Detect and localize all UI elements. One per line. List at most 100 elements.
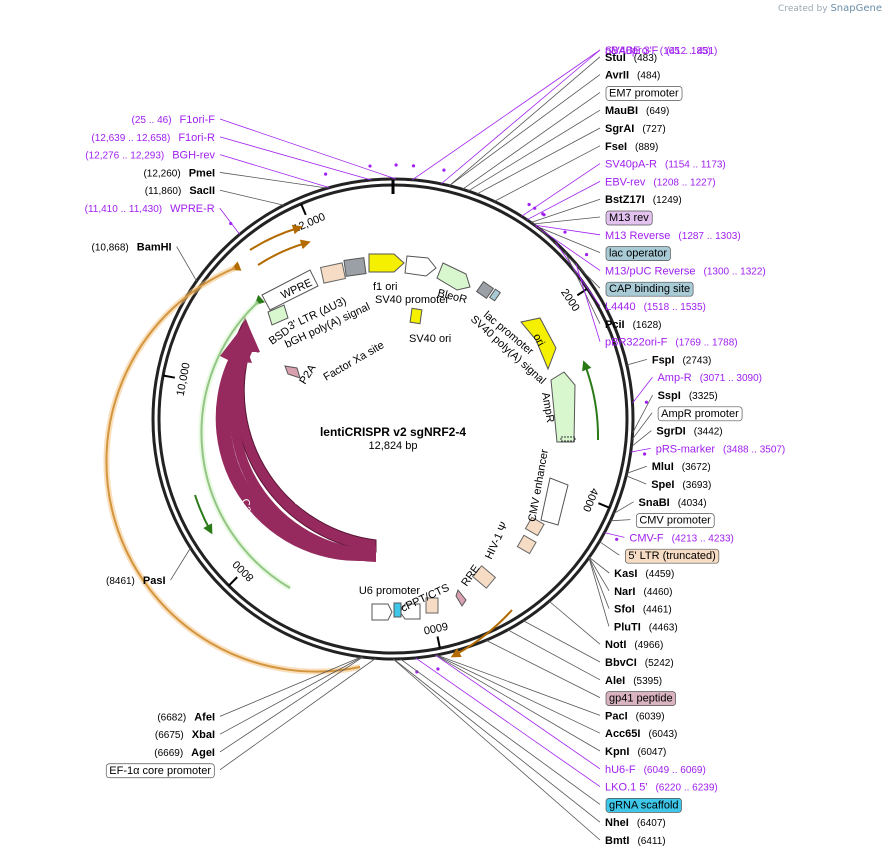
enzyme-text: SgrAI(727)	[605, 123, 666, 135]
primer-label[interactable]: (12,276 .. 12,293)BGH-rev	[85, 150, 330, 188]
enzyme-site[interactable]: StuI(483)	[449, 52, 657, 186]
enzyme-site[interactable]: MauBI(649)	[467, 105, 669, 192]
enzyme-site[interactable]: NheI(6407)	[393, 658, 666, 829]
leader-line	[400, 658, 601, 805]
callout-box	[657, 406, 743, 422]
enzyme-site[interactable]: SnaBI(4034)	[613, 497, 707, 515]
enzyme-site[interactable]: (11,860)SacII	[145, 185, 284, 206]
enzyme-site[interactable]: SpeI(3693)	[626, 475, 711, 491]
primer-label[interactable]: SV40pro-F(412 .. 431)	[440, 45, 717, 185]
primer-label[interactable]: (25 .. 46)F1ori-F	[132, 114, 398, 180]
enzyme-site[interactable]: BmtI(6411)	[392, 658, 666, 847]
primer-text: pRS-marker(3488 .. 3507)	[656, 443, 786, 455]
enzyme-site[interactable]: Acc65I(6043)	[435, 654, 677, 740]
feature-lac-blue	[488, 288, 502, 302]
leader-line	[526, 181, 601, 221]
enzyme-text: AleI(5395)	[605, 675, 662, 687]
feature-callout[interactable]: lac operator	[535, 225, 671, 261]
feature-callout[interactable]: gp41 peptide	[485, 639, 676, 706]
primer-label[interactable]: pBABE 3'(165 .. 185)	[411, 45, 711, 181]
enzyme-site[interactable]: AvrII(484)	[449, 70, 660, 187]
enzyme-site[interactable]: BbvCI(5242)	[522, 620, 674, 669]
backbone	[151, 177, 635, 661]
primer-mark	[563, 230, 567, 234]
primer-text: (25 .. 46)F1ori-F	[132, 114, 216, 126]
feature-callout[interactable]: CMV promoter	[610, 513, 715, 528]
primer-text: Amp-R(3071 .. 3090)	[657, 372, 762, 384]
tick-label: 4000	[580, 486, 600, 513]
feature-callout[interactable]: 5' LTR (truncated)	[599, 541, 720, 564]
primer-label[interactable]: Amp-R(3071 .. 3090)	[632, 372, 762, 404]
primer-label[interactable]: hU6-F(6049 .. 6069)	[435, 654, 706, 776]
feature-callout[interactable]: EF-1α core promoter	[105, 658, 376, 779]
leader-line	[219, 658, 376, 771]
primer-mark	[642, 452, 647, 456]
feature-callout[interactable]: CAP binding site	[539, 228, 694, 297]
enzyme-site[interactable]: SfoI(4461)	[588, 557, 672, 616]
primer-text: EBV-rev(1208 .. 1227)	[605, 176, 716, 188]
enzyme-site[interactable]: MluI(3672)	[626, 461, 711, 474]
enzyme-site[interactable]: SspI(3325)	[632, 390, 718, 434]
enzyme-text: (6669)AgeI	[154, 747, 215, 759]
feature-callout[interactable]: EM7 promoter	[462, 86, 683, 190]
feature-sv40-promoter	[404, 255, 437, 277]
enzyme-site[interactable]: (6675)XbaI	[155, 656, 363, 741]
enzyme-site[interactable]: BstZ17I(1249)	[530, 194, 682, 223]
primer-label[interactable]: CMV-F(4213 .. 4233)	[604, 532, 734, 544]
enzyme-site[interactable]: AleI(5395)	[507, 629, 662, 687]
primer-mark	[368, 164, 372, 168]
enzyme-text: NarI(4460)	[614, 586, 672, 598]
callout-box	[605, 210, 653, 226]
leader-line	[219, 207, 241, 235]
primer-label[interactable]: M13/pUC Reverse(1300 .. 1322)	[535, 213, 766, 277]
enzyme-site[interactable]: NotI(4966)	[548, 600, 663, 651]
enzyme-text: FspI(2743)	[652, 354, 712, 366]
leader-line	[485, 639, 601, 698]
enzyme-site[interactable]: SgrAI(727)	[476, 123, 666, 195]
enzyme-site[interactable]: FspI(2743)	[626, 354, 712, 366]
callout-box	[605, 691, 676, 706]
enzyme-site[interactable]: (6669)AgeI	[154, 656, 364, 759]
primer-label[interactable]: M13 Reverse(1287 .. 1303)	[534, 212, 741, 242]
enzyme-site[interactable]: PciI(1628)	[564, 251, 662, 331]
primer-text: LKO.1 5'(6220 .. 6239)	[605, 782, 718, 794]
callout-box	[605, 281, 694, 297]
enzyme-site[interactable]: SgrDI(3442)	[631, 426, 723, 448]
leader-line	[219, 118, 397, 180]
enzyme-site[interactable]: PluTI(4463)	[588, 557, 678, 634]
feature-callout[interactable]: AmpR promoter	[631, 406, 743, 440]
feature-lac-grey	[475, 280, 495, 300]
leader-line	[462, 92, 601, 190]
primer-label[interactable]: LKO.1 5'(6220 .. 6239)	[415, 657, 718, 794]
primer-label[interactable]: L4440(1518 .. 1535)	[555, 230, 706, 313]
tick-label: 10,000	[175, 362, 193, 397]
primer-label[interactable]: (12,639 .. 12,658)F1ori-R	[91, 132, 372, 181]
enzyme-site[interactable]: FseI(889)	[494, 141, 658, 202]
enzyme-site[interactable]: KpnI(6047)	[435, 654, 667, 758]
feature-rre	[471, 565, 497, 589]
feature-cppt	[425, 597, 439, 614]
primer-label[interactable]: pRS-marker(3488 .. 3507)	[630, 443, 786, 456]
feature-grey-box	[343, 257, 367, 277]
primer-label[interactable]: (11,410 .. 11,430)WPRE-R	[85, 203, 241, 235]
enzyme-site[interactable]: (6682)AfeI	[157, 656, 362, 723]
enzyme-site[interactable]: KasI(4459)	[588, 556, 674, 580]
enzyme-site[interactable]: NarI(4460)	[588, 557, 672, 598]
tick-line	[162, 374, 176, 379]
enzyme-site[interactable]: (12,260)PmeI	[143, 167, 328, 189]
enzyme-text: PacI(6039)	[605, 710, 665, 722]
enzyme-site[interactable]: (8461)PasI	[106, 547, 191, 587]
primer-mark	[585, 252, 589, 257]
feature-callout[interactable]: gRNA scaffold	[400, 658, 682, 813]
feature-hiv1	[524, 516, 545, 537]
enzyme-text: (10,868)BamHI	[92, 242, 172, 254]
leader-line	[575, 263, 601, 342]
leader-line	[626, 465, 647, 474]
feature-callout[interactable]: M13 rev	[532, 210, 653, 226]
leader-line	[535, 225, 601, 253]
primer-label[interactable]: EBV-rev(1208 .. 1227)	[526, 176, 716, 221]
primer-label[interactable]: pBR322ori-F(1769 .. 1788)	[575, 252, 738, 349]
enzyme-site[interactable]: (10,868)BamHI	[92, 242, 197, 282]
enzyme-site[interactable]: PacI(6039)	[436, 654, 665, 722]
snapgene-logo: SnapGene	[830, 3, 882, 14]
